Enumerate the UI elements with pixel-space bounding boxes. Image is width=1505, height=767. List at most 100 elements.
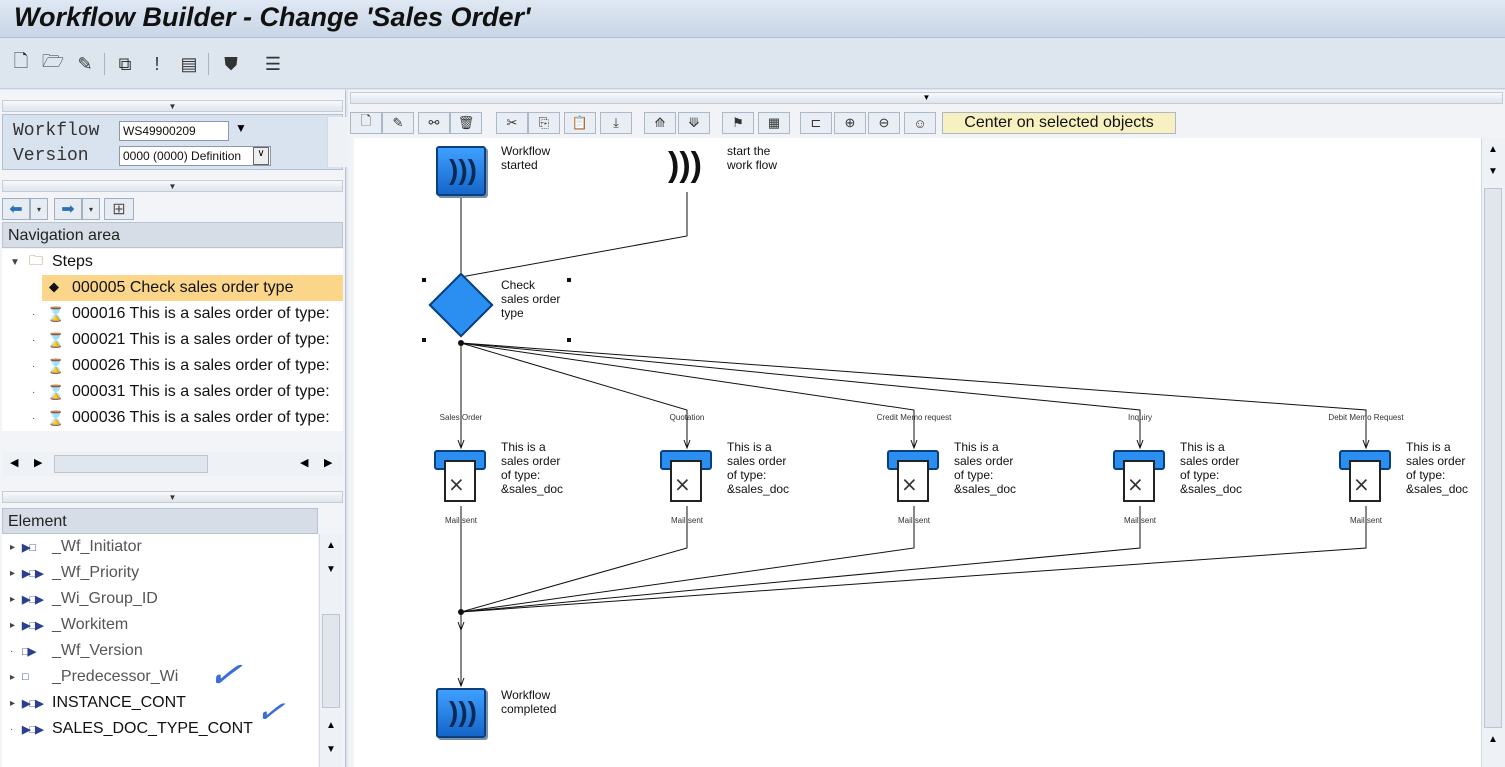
panel-splitter[interactable]: ▼ — [2, 100, 343, 112]
scroll-up-icon[interactable]: ▲ — [1488, 144, 1498, 155]
copy-icon[interactable]: ⎘ — [528, 112, 560, 134]
version-dropdown-icon[interactable]: ∨ — [253, 147, 269, 165]
scroll-up-icon[interactable]: ▲ — [326, 540, 336, 551]
scroll-thumb[interactable] — [322, 614, 340, 708]
expand-icon[interactable]: ▼ — [10, 256, 20, 268]
back-menu-icon[interactable]: ▾ — [30, 198, 48, 220]
link-icon[interactable]: ⚯ — [418, 112, 450, 134]
chevron-down-icon[interactable]: ▼ — [235, 121, 247, 135]
open-icon[interactable]: 🗁 — [41, 51, 65, 71]
trash-icon[interactable]: 🗑 — [450, 112, 482, 134]
application-toolbar: 🗋 🗁 ✎ ⧉ ǃ ▤ ⛊ ☰ — [0, 39, 1505, 89]
header-scrollbar[interactable] — [327, 117, 351, 167]
graphic-toolbar: 🗋 ✎ ⚯ 🗑 ✂ ⎘ 📋 ⤓ ⟰ ⟱ ⚑ ▦ ⊏ ⊕ ⊖ ☺ Center o… — [348, 112, 1505, 136]
tree-item-step[interactable]: · ⌛ 000016 This is a sales order of type… — [32, 305, 330, 322]
panel-splitter[interactable]: ▼ — [350, 92, 1503, 104]
scroll-left-icon[interactable]: ◀ — [300, 457, 309, 469]
tree-item-step[interactable]: · ⌛ 000031 This is a sales order of type… — [32, 383, 330, 400]
magic-icon[interactable]: ǃ — [154, 53, 160, 74]
send-mail-step-icon[interactable]: ⨯ — [660, 450, 714, 508]
scroll-up-icon[interactable]: ▲ — [326, 720, 336, 731]
send-mail-step-icon[interactable]: ⨯ — [434, 450, 488, 508]
outcome-icon[interactable]: ⚑ — [722, 112, 754, 134]
element-row[interactable]: ▸▶□▶_Wi_Group_ID — [10, 590, 158, 607]
element-row[interactable]: ▸□_Predecessor_Wi — [10, 668, 179, 685]
list-icon[interactable]: ☰ — [264, 53, 282, 74]
tree-item-label: 000016 This is a sales order of type: — [72, 305, 330, 322]
insert-icon[interactable]: ⤓ — [600, 112, 632, 134]
new-icon[interactable]: 🗋 — [13, 51, 29, 71]
scroll-right-icon[interactable]: ▶ — [34, 457, 43, 469]
scroll-thumb[interactable] — [54, 455, 208, 473]
back-arrow-icon[interactable]: ⬅ — [2, 198, 30, 220]
send-mail-step-icon[interactable]: ⨯ — [1339, 450, 1393, 508]
element-row[interactable]: ▸▶□▶_Wf_Priority — [10, 564, 140, 581]
tree-item-label: 000021 This is a sales order of type: — [72, 331, 330, 348]
zoom-out-icon[interactable]: ⊖ — [868, 112, 900, 134]
block-alt-icon[interactable]: ⟱ — [678, 112, 710, 134]
version-select[interactable]: 0000 (0000) Definition — [119, 146, 271, 166]
graphic-panel: ▼ 🗋 ✎ ⚯ 🗑 ✂ ⎘ 📋 ⤓ ⟰ ⟱ ⚑ ▦ ⊏ ⊕ ⊖ ☺ Center… — [348, 90, 1505, 767]
element-scrollbar[interactable]: ▲ ▼ ▲ ▼ — [319, 534, 343, 767]
element-row[interactable]: ·□▶_Wf_Version — [10, 642, 143, 659]
element-label: _Wf_Priority — [52, 564, 140, 581]
scroll-left-icon[interactable]: ◀ — [10, 457, 19, 469]
forward-arrow-icon[interactable]: ➡ — [54, 198, 82, 220]
tree-root-label: Steps — [52, 253, 93, 270]
center-selected-button[interactable]: Center on selected objects — [942, 112, 1176, 134]
element-row[interactable]: ▸▶□▶_Workitem — [10, 616, 129, 633]
workflow-start-icon[interactable]: ))) — [436, 146, 486, 196]
container-element-icon: ▶□▶ — [22, 697, 44, 710]
steps-icon[interactable]: ⧉ — [118, 53, 132, 74]
forward-menu-icon[interactable]: ▾ — [82, 198, 100, 220]
scroll-down-icon[interactable]: ▼ — [326, 564, 336, 575]
tree-item-step[interactable]: · ⌛ 000021 This is a sales order of type… — [32, 331, 330, 348]
scroll-thumb[interactable] — [1484, 188, 1502, 728]
workflow-end-icon[interactable]: ))) — [436, 688, 486, 738]
tree-item-step[interactable]: ⯁ 000005 Check sales order type — [42, 275, 343, 301]
tree-item-step[interactable]: · ⌛ 000026 This is a sales order of type… — [32, 357, 330, 374]
block-icon[interactable]: ⟰ — [644, 112, 676, 134]
workflow-id-field[interactable]: WS49900209 — [119, 121, 229, 141]
tree-root-steps[interactable]: ▼ 🗀 Steps — [2, 249, 343, 275]
cut-icon[interactable]: ✂ — [496, 112, 528, 134]
scroll-up-icon[interactable]: ▲ — [1488, 734, 1498, 745]
folder-icon: 🗀 — [29, 252, 43, 268]
panel-splitter[interactable]: ▼ — [2, 491, 343, 503]
binding-icon[interactable]: ▤ — [180, 53, 198, 74]
send-mail-step-icon[interactable]: ⨯ — [1113, 450, 1167, 508]
canvas-scrollbar[interactable]: ▲ ▼ ▲ — [1481, 138, 1505, 767]
annotation-check-icon: ✓ — [253, 691, 288, 733]
navigation-horizontal-scrollbar[interactable]: ◀ ▶ ◀ ▶ — [2, 452, 343, 476]
tree-item-label: 000026 This is a sales order of type: — [72, 357, 330, 374]
tree-item-label: 000031 This is a sales order of type: — [72, 383, 330, 400]
element-label: _Predecessor_Wi — [52, 668, 179, 685]
decision-icon: ⯁ — [48, 279, 60, 296]
send-mail-icon: ⌛ — [47, 357, 65, 374]
scroll-down-icon[interactable]: ▼ — [1488, 166, 1498, 177]
paste-icon[interactable]: 📋 — [564, 112, 596, 134]
scroll-down-icon[interactable]: ▼ — [326, 744, 336, 755]
send-mail-step-icon[interactable]: ⨯ — [887, 450, 941, 508]
person-icon[interactable]: ☺ — [904, 112, 936, 134]
tree-item-step[interactable]: · ⌛ 000036 This is a sales order of type… — [32, 409, 330, 426]
scroll-right-icon[interactable]: ▶ — [324, 457, 333, 469]
element-row[interactable]: ▸▶□_Wf_Initiator — [10, 538, 142, 555]
event-signal-icon[interactable]: ))) — [668, 146, 702, 184]
new-step-icon[interactable]: 🗋 — [350, 112, 382, 134]
element-row[interactable]: ·▶□▶SALES_DOC_TYPE_CONT — [10, 720, 253, 737]
overview-icon[interactable]: ⊞ — [104, 198, 134, 220]
align-icon[interactable]: ⊏ — [800, 112, 832, 134]
zoom-in-icon[interactable]: ⊕ — [834, 112, 866, 134]
stamp-icon[interactable]: ⛊ — [224, 53, 238, 74]
panel-splitter[interactable]: ▼ — [2, 180, 343, 192]
edit-icon[interactable]: ✎ — [77, 53, 93, 74]
element-row[interactable]: ▸▶□▶INSTANCE_CONT — [10, 694, 186, 711]
pencil-icon[interactable]: ✎ — [382, 112, 414, 134]
element-label: SALES_DOC_TYPE_CONT — [52, 720, 253, 737]
layout-icon[interactable]: ▦ — [758, 112, 790, 134]
version-label: Version — [13, 146, 89, 166]
